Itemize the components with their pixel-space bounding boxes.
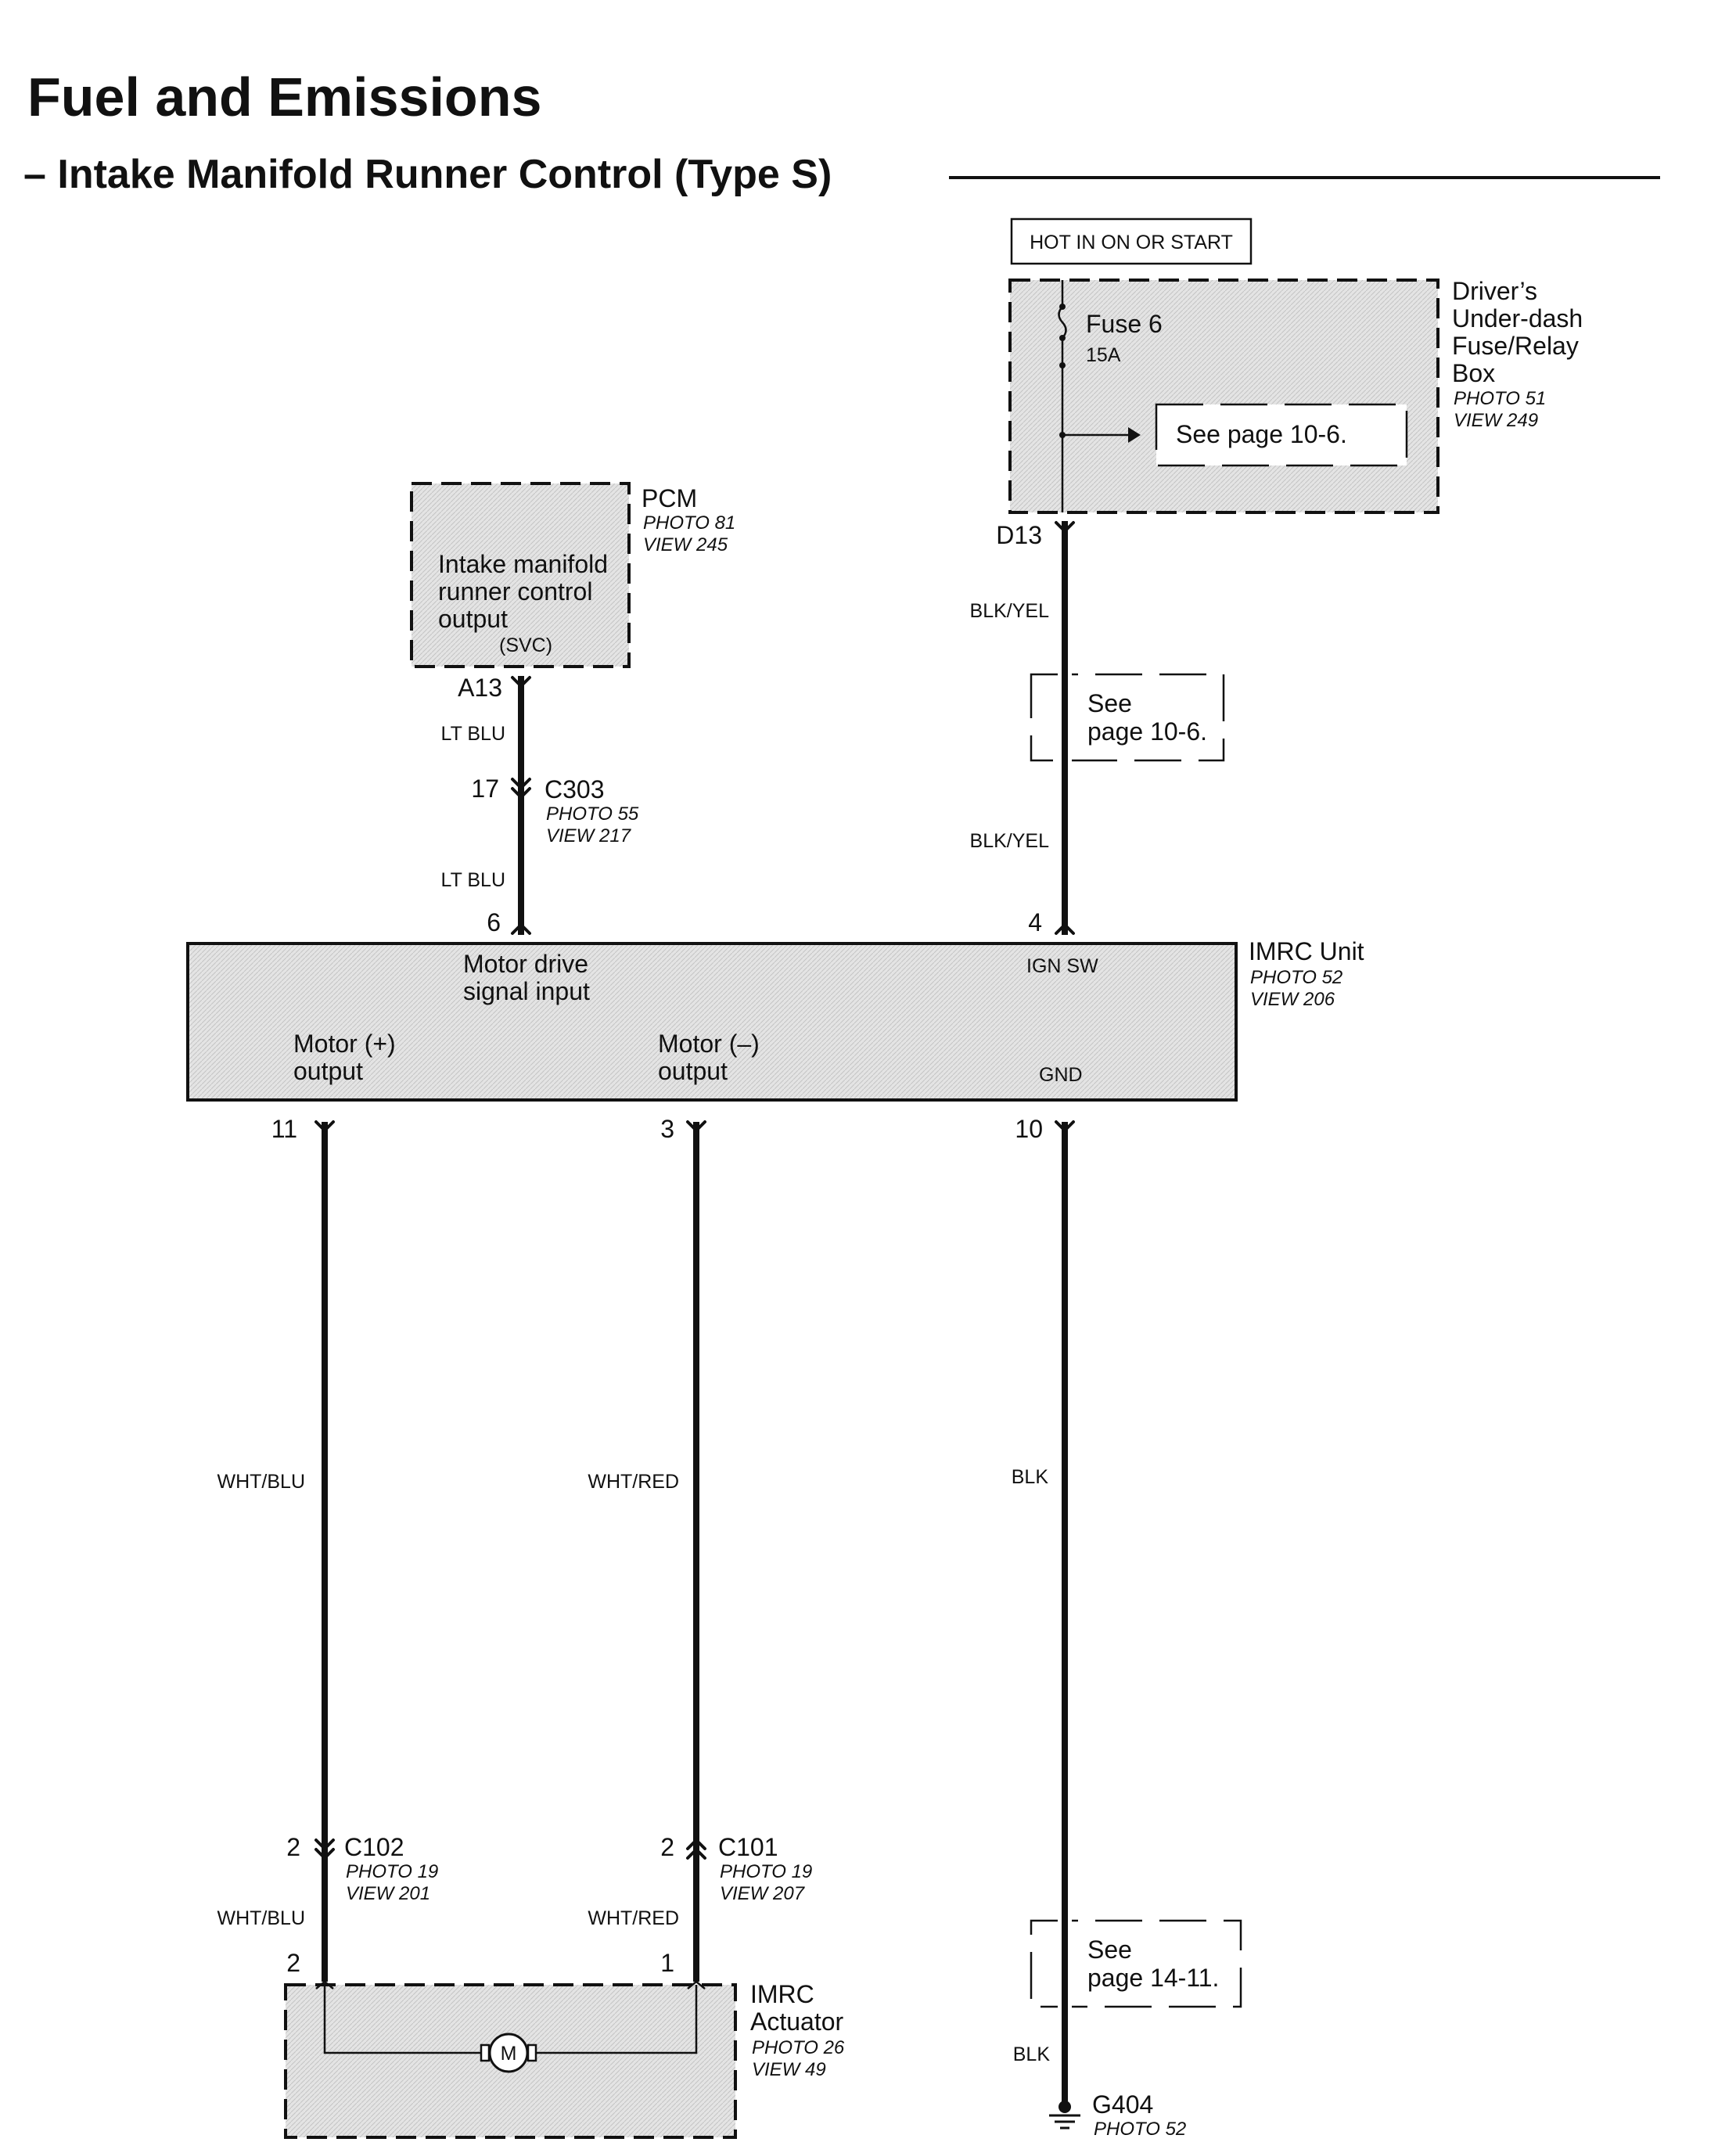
c102-pin: 2 [286, 1833, 300, 1861]
fuse-box-label: Driver’s Under-dash Fuse/Relay Box PHOTO… [1452, 277, 1583, 431]
actuator-name-2: Actuator [750, 2007, 844, 2036]
ground-icon [1049, 2101, 1080, 2130]
fuse-rating: 15A [1086, 344, 1121, 366]
pcm-function-2: runner control [438, 577, 592, 606]
wire-label-lt-blu-lower: LT BLU [441, 869, 505, 891]
fuse-symbol [1058, 306, 1067, 339]
imrc-unit-box: Motor drive signal input IGN SW Motor (+… [186, 942, 1238, 1102]
wire-label-blk-lower: BLK [1013, 2043, 1051, 2065]
imrc-pin-6: 6 [487, 908, 501, 936]
terminal-imrc-11 [314, 1120, 335, 1132]
c102-photo: PHOTO 19 [346, 1861, 438, 1882]
see-page-ref-box[interactable] [1155, 403, 1408, 467]
pcm-box: Intake manifold runner control output (S… [410, 482, 631, 668]
c102-name: C102 [344, 1833, 404, 1861]
connector-c101-symbol [686, 1838, 706, 1860]
imrc-signal-label-2: signal input [463, 977, 590, 1005]
connector-c303-symbol [511, 778, 531, 799]
c101-name: C101 [718, 1833, 778, 1861]
imrc-unit-photo: PHOTO 52 [1250, 967, 1342, 988]
c303-view: VIEW 217 [546, 825, 632, 846]
actuator-pin-1: 1 [660, 1949, 674, 1977]
hot-in-label-box: HOT IN ON OR START [1010, 217, 1253, 265]
actuator-photo: PHOTO 26 [752, 2037, 845, 2058]
imrc-pin-11: 11 [271, 1115, 297, 1143]
c303-pin: 17 [471, 775, 499, 803]
terminal-imrc-10 [1055, 1120, 1075, 1132]
see-page-10-6-ref[interactable]: See page 10-6. [1030, 665, 1225, 770]
imrc-unit-name: IMRC Unit [1249, 937, 1364, 965]
imrc-pin-3: 3 [660, 1115, 674, 1143]
see-14-11-line2: page 14-11. [1087, 1964, 1219, 1992]
wire-label-blk-yel-lower: BLK/YEL [970, 830, 1050, 852]
ground-photo: PHOTO 52 [1094, 2119, 1186, 2140]
c303-photo: PHOTO 55 [546, 803, 639, 825]
imrc-signal-label-1: Motor drive [463, 950, 588, 978]
terminal-imrc-4 [1055, 923, 1075, 935]
imrc-motor-plus-label-1: Motor (+) [293, 1030, 396, 1058]
c101-view: VIEW 207 [720, 1883, 806, 1904]
imrc-unit-view: VIEW 206 [1250, 989, 1335, 1010]
fuse-box-name-4: Box [1452, 359, 1495, 387]
imrc-ign-label: IGN SW [1026, 955, 1098, 977]
c303-name: C303 [545, 775, 605, 803]
pcm-function-1: Intake manifold [438, 550, 608, 578]
wire-label-wht-blu-lower: WHT/BLU [217, 1907, 306, 1929]
imrc-gnd-label: GND [1039, 1064, 1083, 1086]
fuse-box-name-2: Under-dash [1452, 304, 1583, 332]
connector-c102-symbol [314, 1838, 335, 1860]
ground-name: G404 [1092, 2090, 1153, 2119]
c101-photo: PHOTO 19 [720, 1861, 812, 1882]
pcm-function-3: output [438, 605, 508, 633]
wire-label-lt-blu-upper: LT BLU [441, 723, 505, 745]
arrow-icon [1128, 427, 1141, 443]
page-title: Fuel and Emissions [27, 66, 541, 128]
pcm-name: PCM [642, 484, 697, 512]
fuse-name: Fuse 6 [1086, 310, 1163, 338]
terminal-d13 [1055, 521, 1075, 533]
terminal-imrc-3 [686, 1120, 706, 1132]
wire-label-wht-red: WHT/RED [588, 1471, 679, 1493]
c101-pin: 2 [660, 1833, 674, 1861]
fuse-box-name-1: Driver’s [1452, 277, 1537, 305]
hot-in-label: HOT IN ON OR START [1030, 232, 1233, 253]
wire-label-blk: BLK [1012, 1466, 1049, 1488]
see-page-ref: See page 10-6. [1176, 420, 1347, 448]
pcm-function-note: (SVC) [499, 634, 552, 656]
imrc-pin-10: 10 [1015, 1115, 1043, 1143]
see-10-6-line1: See [1087, 689, 1132, 717]
wire-label-wht-blu: WHT/BLU [217, 1471, 306, 1493]
see-10-6-line2: page 10-6. [1087, 717, 1207, 746]
fuse-box-view: VIEW 249 [1454, 410, 1538, 431]
imrc-motor-minus-label-1: Motor (–) [658, 1030, 760, 1058]
imrc-pin-4: 4 [1028, 908, 1042, 936]
fuse-box-photo: PHOTO 51 [1454, 388, 1546, 409]
motor-icon [488, 2033, 529, 2073]
wire-label-blk-yel-upper: BLK/YEL [970, 600, 1050, 622]
actuator-view: VIEW 49 [752, 2059, 826, 2080]
actuator-name-1: IMRC [750, 1980, 814, 2008]
imrc-actuator-box: M [284, 1980, 737, 2139]
imrc-motor-plus-label-2: output [293, 1057, 363, 1085]
imrc-motor-minus-label-2: output [658, 1057, 728, 1085]
pcm-view: VIEW 245 [643, 534, 728, 555]
actuator-pin-2: 2 [286, 1949, 300, 1977]
pin-d13: D13 [996, 521, 1042, 549]
pin-a13: A13 [458, 674, 502, 702]
fuse-box-name-3: Fuse/Relay [1452, 332, 1579, 360]
pcm-photo: PHOTO 81 [643, 512, 735, 534]
page-subtitle: – Intake Manifold Runner Control (Type S… [23, 152, 832, 197]
terminal-imrc-6 [511, 923, 531, 935]
motor-symbol-label: M [501, 2043, 517, 2065]
see-14-11-line1: See [1087, 1936, 1132, 1964]
wire-label-wht-red-lower: WHT/RED [588, 1907, 679, 1929]
c102-view: VIEW 201 [346, 1883, 430, 1904]
terminal-a13 [511, 676, 531, 688]
fuse-relay-box: Fuse 6 15A See page 10-6. [1008, 279, 1439, 514]
see-page-14-11-ref[interactable]: See page 14-11. [1030, 1911, 1242, 2016]
